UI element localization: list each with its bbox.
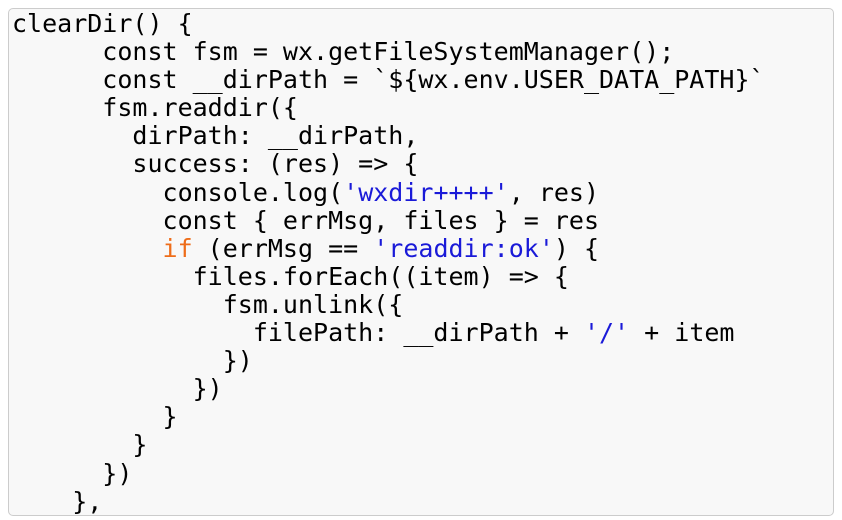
code-line: const { errMsg, files } = res [12,205,765,235]
code-token: const { errMsg, files } = res [12,205,600,235]
code-line: dirPath: __dirPath, [12,122,765,150]
code-line: fsm.unlink({ [12,289,765,319]
keyword-token: if [162,233,193,263]
code-line: } [12,431,765,459]
code-token: }) [12,346,253,376]
code-line: }) [12,458,765,488]
code-token: const __dirPath = `${wx.env.USER_DATA_PA… [12,65,765,95]
code-token: }) [12,458,133,488]
code-line: }) [12,375,765,403]
string-literal: '/' [583,318,630,348]
code-line: filePath: __dirPath + '/' + item [12,318,765,348]
code-token [12,234,163,263]
code-line: const __dirPath = `${wx.env.USER_DATA_PA… [12,65,765,95]
code-token: fsm.unlink({ [12,289,404,319]
code-line: }) [12,347,765,375]
code-token: ) { [553,233,600,263]
code-token: files.forEach((item) => { [12,261,569,291]
code-token: , res) [508,177,600,207]
code-token: console.log( [12,177,344,207]
code-token: } [12,430,148,460]
string-literal: 'readdir:ok' [373,233,554,263]
code-line: }, [12,486,765,516]
code-token: + item [629,318,735,348]
code-line: fsm.readdir({ [12,94,765,122]
code-token: }, [12,486,103,516]
code-token: const fsm = wx.getFileSystemManager(); [12,37,675,67]
code-token: fsm.readdir({ [12,93,298,123]
code-token: success: (res) => { [12,149,419,179]
code-token: dirPath: __dirPath, [12,121,419,151]
code-line: console.log('wxdir++++', res) [12,177,765,207]
code-line: } [12,403,765,431]
code-token: clearDir() { [12,9,193,38]
code-line: const fsm = wx.getFileSystemManager(); [12,38,765,66]
code-line: clearDir() { [12,9,765,38]
code-content[interactable]: clearDir() { const fsm = wx.getFileSyste… [12,9,765,516]
code-block: clearDir() { const fsm = wx.getFileSyste… [8,8,834,516]
code-token: }) [12,374,223,404]
code-line: files.forEach((item) => { [12,261,765,291]
code-line: if (errMsg == 'readdir:ok') { [12,233,765,263]
code-line: success: (res) => { [12,150,765,178]
string-literal: 'wxdir++++' [343,177,509,207]
code-token: } [12,402,178,432]
code-token: (errMsg == [192,233,374,263]
code-token: filePath: __dirPath + [12,318,584,348]
